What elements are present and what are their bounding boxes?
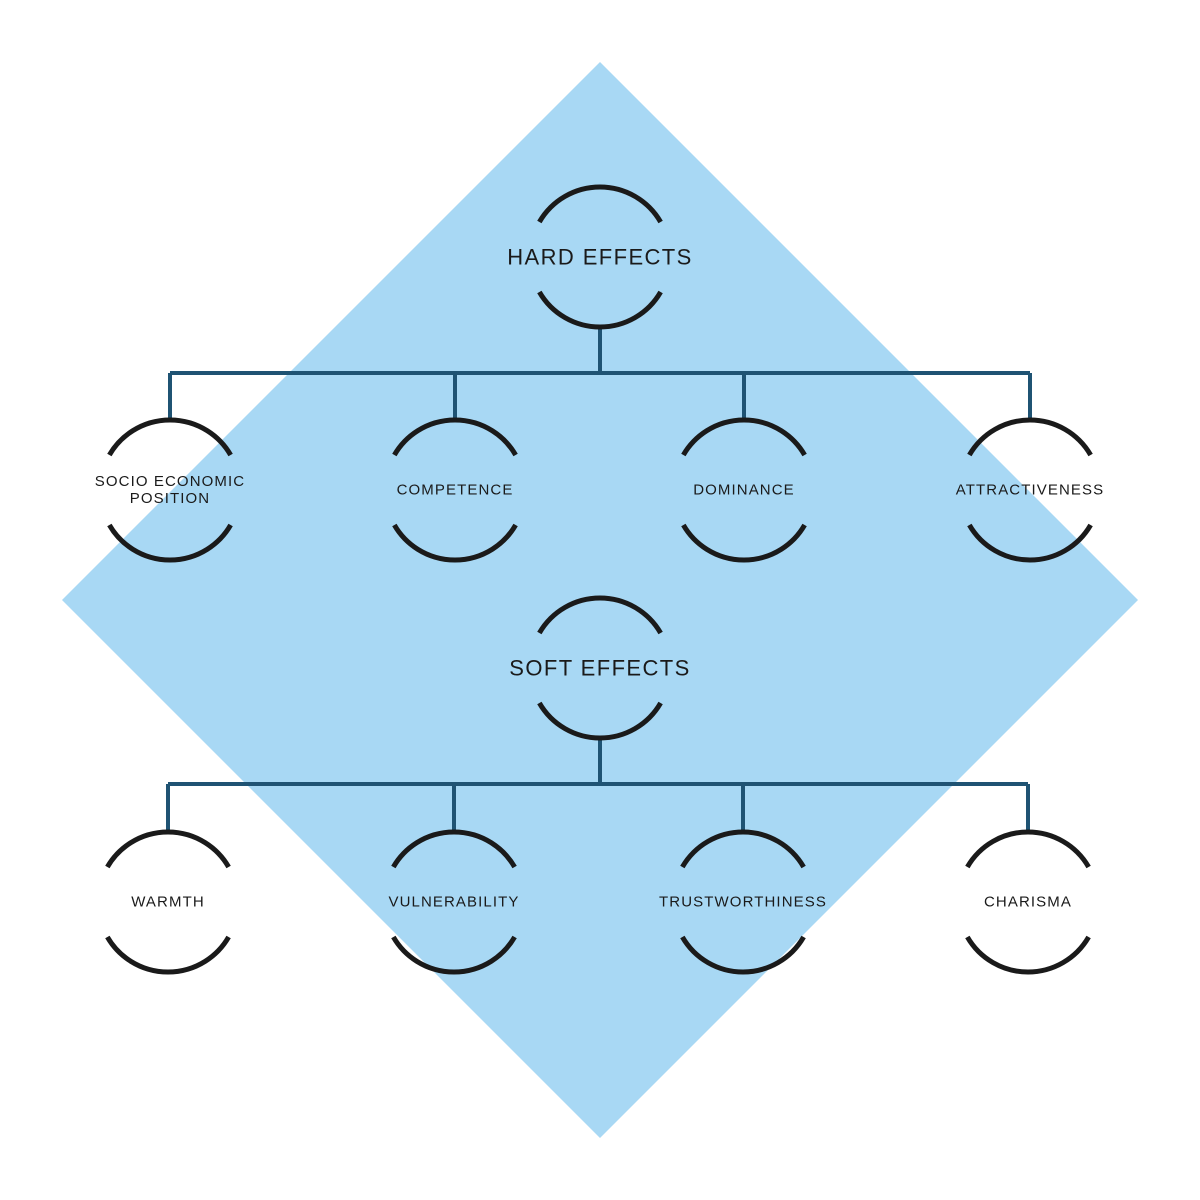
hard-effects-label: HARD EFFECTS	[507, 245, 692, 270]
soft-effects-ring	[537, 595, 663, 741]
attractiveness-node: ATTRACTIVENESS	[956, 417, 1104, 563]
competence-label: COMPETENCE	[397, 482, 514, 499]
dominance-label: DOMINANCE	[693, 482, 795, 499]
vulnerability-node: VULNERABILITY	[388, 829, 519, 975]
trustworthiness-label: TRUSTWORTHINESS	[659, 894, 827, 911]
warmth-label: WARMTH	[131, 894, 205, 911]
socio-economic-position-label-line-1: SOCIO ECONOMIC	[95, 473, 245, 490]
charisma-ring	[965, 829, 1091, 975]
charisma-node: CHARISMA	[965, 829, 1091, 975]
warmth-node: WARMTH	[105, 829, 231, 975]
charisma-label: CHARISMA	[984, 894, 1072, 911]
soft-effects-label: SOFT EFFECTS	[509, 656, 690, 681]
competence-ring	[392, 417, 518, 563]
dominance-ring	[681, 417, 807, 563]
competence-node: COMPETENCE	[392, 417, 518, 563]
trustworthiness-ring	[680, 829, 806, 975]
attractiveness-label: ATTRACTIVENESS	[956, 482, 1104, 499]
soft-effects-node: SOFT EFFECTS	[509, 595, 690, 741]
connector-lines	[166, 327, 1032, 832]
dominance-node: DOMINANCE	[681, 417, 807, 563]
hard-effects-ring	[537, 184, 663, 330]
attractiveness-ring	[967, 417, 1093, 563]
socio-economic-position-label-line-2: POSITION	[130, 490, 210, 507]
socio-economic-position-ring	[107, 417, 233, 563]
trustworthiness-node: TRUSTWORTHINESS	[659, 829, 827, 975]
warmth-ring	[105, 829, 231, 975]
vulnerability-label: VULNERABILITY	[388, 894, 519, 911]
vulnerability-ring	[391, 829, 517, 975]
hard-effects-node: HARD EFFECTS	[507, 184, 692, 330]
